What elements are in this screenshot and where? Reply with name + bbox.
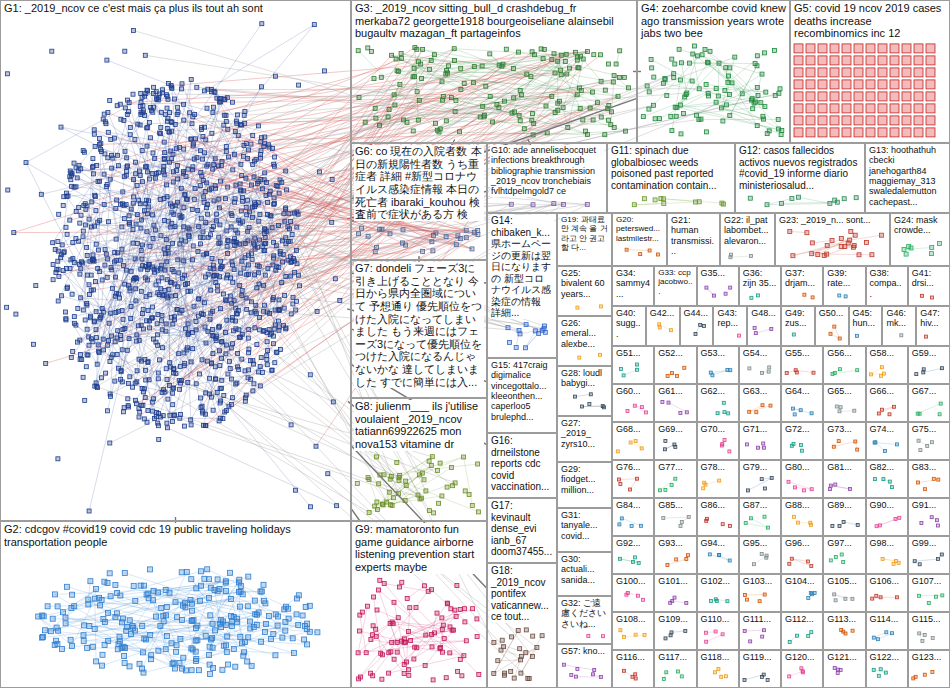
graph-canvas: G1: _2019_ncov ce c'est mais ça plus ils… xyxy=(0,0,950,688)
